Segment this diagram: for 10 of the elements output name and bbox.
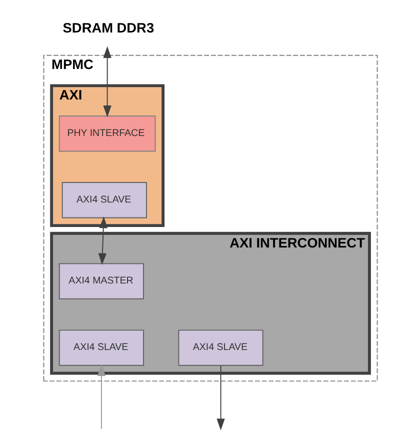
node-box: AXI4 SLAVE [58, 330, 144, 366]
node-box: AXI4 SLAVE [61, 182, 146, 218]
node-box: AXI4 SLAVE [178, 330, 263, 366]
arrow [216, 365, 224, 430]
node-text: SDRAM DDR3 [62, 20, 154, 36]
arrow [102, 46, 111, 118]
node-box: AXI4 MASTER [58, 263, 144, 300]
arrow [96, 364, 106, 430]
arrow [98, 216, 107, 266]
node-box: PHY INTERFACE [58, 116, 156, 152]
